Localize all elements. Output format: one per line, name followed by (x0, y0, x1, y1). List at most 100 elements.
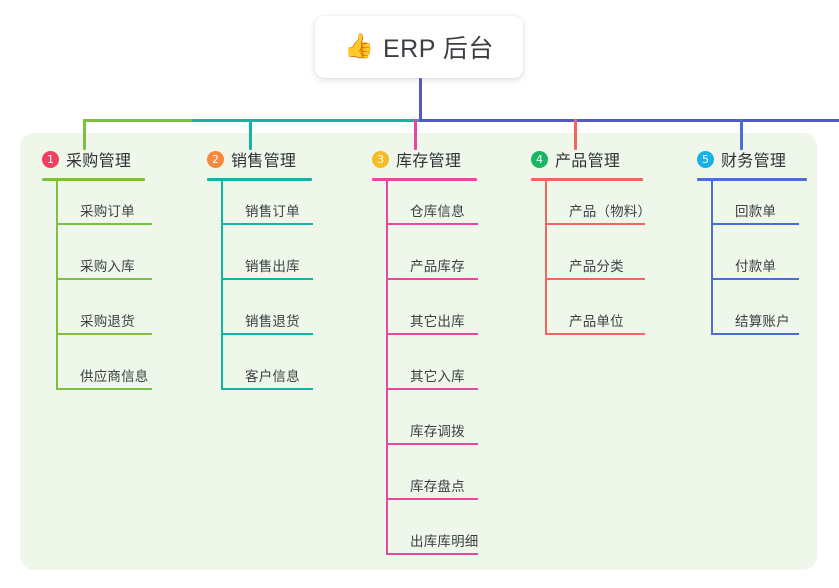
leaf-node-underline (386, 553, 478, 555)
leaf-node[interactable]: 回款单 (711, 181, 807, 236)
root-node-content: 👍 ERP 后台 (344, 29, 494, 65)
leaf-node-label: 产品单位 (569, 314, 624, 329)
leaf-node-label: 回款单 (735, 204, 777, 219)
leaf-node-label: 采购退货 (80, 314, 135, 329)
leaf-node[interactable]: 仓库信息 (386, 181, 479, 236)
leaf-node[interactable]: 产品单位 (545, 291, 651, 346)
branch-spine-4 (545, 181, 547, 335)
branch-underline-4 (531, 178, 643, 181)
leaf-node-underline (221, 223, 313, 225)
leaf-node-label: 库存盘点 (410, 479, 465, 494)
leaf-node[interactable]: 结算账户 (711, 291, 807, 346)
diagram-panel (20, 133, 817, 570)
branch-badge-1: 1 (42, 150, 59, 168)
leaf-node-underline (386, 388, 478, 390)
leaf-node-underline (711, 223, 799, 225)
leaf-node[interactable]: 出库库明细 (386, 511, 479, 566)
leaf-node-underline (386, 498, 478, 500)
branch-underline-1 (42, 178, 145, 181)
leaf-node[interactable]: 产品库存 (386, 236, 479, 291)
leaf-node-underline (56, 388, 152, 390)
leaf-node-label: 供应商信息 (80, 369, 149, 384)
branch-items-2: 销售订单销售出库销售退货客户信息 (221, 181, 313, 401)
leaf-node-underline (386, 278, 478, 280)
branch-items-4: 产品（物料） 产品分类产品单位 (545, 181, 651, 346)
leaf-node-underline (221, 333, 313, 335)
leaf-node-label: 库存调拨 (410, 424, 465, 439)
leaf-node-label: 其它出库 (410, 314, 465, 329)
branch-badge-5: 5 (697, 150, 714, 168)
leaf-node-label: 销售订单 (245, 204, 300, 219)
leaf-node-underline (545, 333, 645, 335)
branch-title-4: 产品管理 (555, 153, 621, 170)
leaf-node-underline (386, 333, 478, 335)
leaf-node[interactable]: 采购入库 (56, 236, 152, 291)
branch-underline-5 (697, 178, 807, 181)
branch-badge-3: 3 (372, 150, 389, 168)
leaf-node-label: 其它入库 (410, 369, 465, 384)
leaf-node[interactable]: 其它入库 (386, 346, 479, 401)
leaf-node[interactable]: 供应商信息 (56, 346, 152, 401)
leaf-node[interactable]: 采购订单 (56, 181, 152, 236)
leaf-node[interactable]: 采购退货 (56, 291, 152, 346)
branch-header-1[interactable]: 1 采购管理 (42, 146, 149, 172)
leaf-node[interactable]: 产品分类 (545, 236, 651, 291)
branch-header-5[interactable]: 5 财务管理 (697, 146, 807, 172)
branch-title-5: 财务管理 (721, 153, 787, 170)
root-node-title: ERP 后台 (382, 35, 494, 63)
bus-segment-teal (192, 119, 420, 122)
leaf-node-label: 产品库存 (410, 259, 465, 274)
branch-spine-2 (221, 181, 223, 390)
leaf-node-label: 结算账户 (735, 314, 790, 329)
leaf-node-label: 付款单 (735, 259, 777, 274)
branch-items-3: 仓库信息产品库存其它出库其它入库库存调拨库存盘点出库库明细 (386, 181, 479, 566)
leaf-node[interactable]: 产品（物料） (545, 181, 651, 236)
leaf-node-label: 采购入库 (80, 259, 135, 274)
branch-items-5: 回款单付款单结算账户 (711, 181, 807, 346)
branch-underline-2 (207, 178, 312, 181)
leaf-node-underline (221, 388, 313, 390)
root-stem (419, 78, 422, 122)
leaf-node-underline (386, 443, 478, 445)
drop-5 (740, 119, 743, 150)
leaf-node[interactable]: 销售订单 (221, 181, 313, 236)
leaf-node[interactable]: 付款单 (711, 236, 807, 291)
leaf-node-label: 仓库信息 (410, 204, 465, 219)
branch-title-2: 销售管理 (231, 153, 297, 170)
leaf-node-underline (386, 223, 478, 225)
leaf-node[interactable]: 销售出库 (221, 236, 313, 291)
bus-segment-green (83, 119, 194, 122)
leaf-node-underline (56, 278, 152, 280)
branch-underline-3 (372, 178, 477, 181)
leaf-node-label: 产品（物料） (569, 204, 652, 219)
leaf-node-underline (711, 333, 799, 335)
leaf-node-label: 销售出库 (245, 259, 300, 274)
leaf-node-label: 销售退货 (245, 314, 300, 329)
drop-2 (249, 119, 252, 150)
drop-1 (83, 119, 86, 150)
leaf-node[interactable]: 库存调拨 (386, 401, 479, 456)
thumbs-up-icon: 👍 (344, 33, 374, 60)
branch-title-1: 采购管理 (66, 153, 132, 170)
branch-items-1: 采购订单采购入库采购退货供应商信息 (56, 181, 152, 401)
leaf-node-underline (56, 333, 152, 335)
leaf-node-label: 产品分类 (569, 259, 624, 274)
drop-3 (414, 119, 417, 150)
leaf-node[interactable]: 销售退货 (221, 291, 313, 346)
leaf-node[interactable]: 库存盘点 (386, 456, 479, 511)
leaf-node-label: 客户信息 (245, 369, 300, 384)
root-node[interactable]: 👍 ERP 后台 (315, 16, 523, 78)
leaf-node[interactable]: 其它出库 (386, 291, 479, 346)
branch-spine-3 (386, 181, 388, 555)
leaf-node[interactable]: 客户信息 (221, 346, 313, 401)
branch-spine-5 (711, 181, 713, 335)
leaf-node-underline (711, 278, 799, 280)
branch-column-5: 5 财务管理回款单付款单结算账户 (697, 146, 807, 346)
leaf-node-label: 出库库明细 (410, 534, 479, 549)
